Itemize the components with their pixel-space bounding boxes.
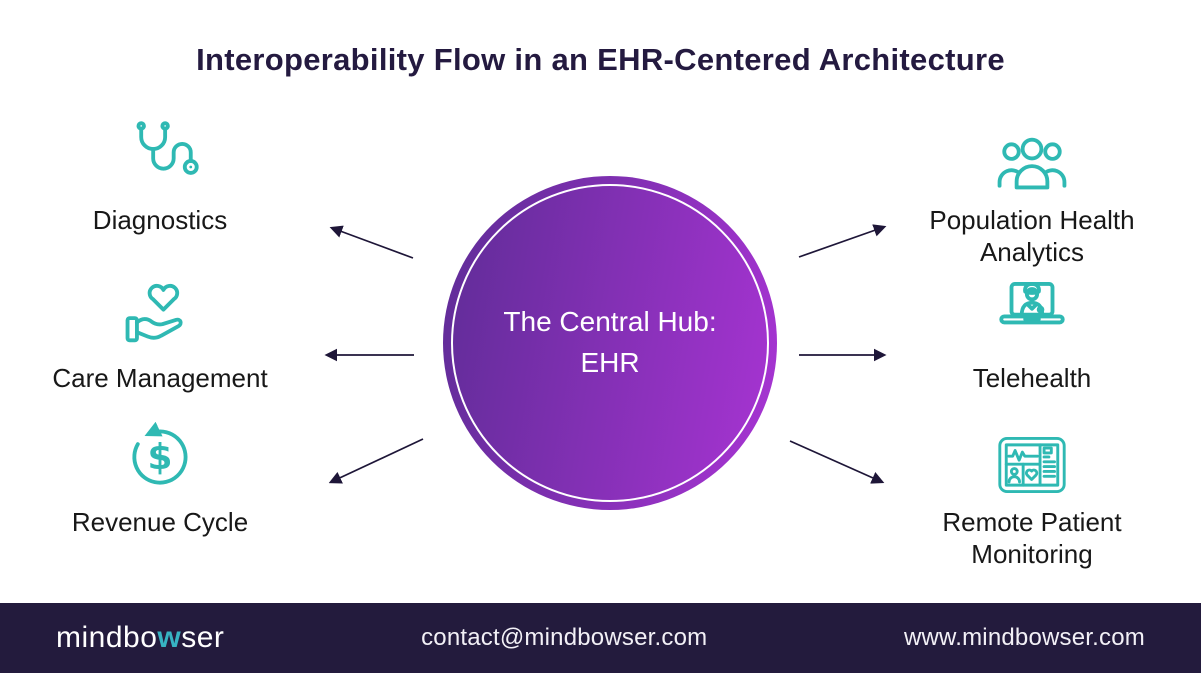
node-label: Diagnostics <box>92 205 228 235</box>
node-revenue-cycle: $ Revenue Cycle <box>20 416 300 539</box>
hub-inner-ring <box>451 184 769 502</box>
mindbowser-logo: mindbowser <box>56 621 225 654</box>
node-label: Telehealth <box>972 363 1092 393</box>
website-url: www.mindbowser.com <box>903 624 1145 651</box>
node-telehealth: Telehealth <box>892 272 1172 395</box>
node-remote-patient-monitoring: Remote Patient Monitoring <box>892 416 1172 570</box>
arrow-to-population-health <box>798 224 887 258</box>
svg-text:$: $ <box>148 437 173 478</box>
dollar-cycle-icon: $ <box>119 416 201 498</box>
arrow-to-diagnostics <box>329 225 414 259</box>
node-label: Population Health Analytics <box>929 205 1135 267</box>
node-care-management: Care Management <box>20 272 300 395</box>
node-population-health: Population Health Analytics <box>892 114 1172 268</box>
patient-monitor-icon <box>993 416 1071 498</box>
footer-bar: mindbowser contact@mindbowser.com www.mi… <box>0 603 1201 673</box>
node-label: Remote Patient Monitoring <box>942 507 1122 569</box>
central-hub-circle: The Central Hub: EHR <box>443 176 777 510</box>
stethoscope-icon <box>119 114 201 196</box>
people-group-icon <box>991 114 1073 196</box>
contact-email: contact@mindbowser.com <box>421 624 708 651</box>
hub-label: The Central Hub: EHR <box>503 306 717 378</box>
node-diagnostics: Diagnostics <box>20 114 300 237</box>
node-label: Revenue Cycle <box>71 507 249 537</box>
arrow-to-remote-patient-monitoring <box>789 440 885 484</box>
page-title: Interoperability Flow in an EHR-Centered… <box>196 42 1005 77</box>
node-label: Care Management <box>52 363 268 393</box>
arrow-to-revenue-cycle <box>328 438 424 484</box>
telehealth-laptop-icon <box>991 272 1073 354</box>
logo-w-accent: w <box>157 621 182 654</box>
hand-heart-icon <box>119 272 201 354</box>
